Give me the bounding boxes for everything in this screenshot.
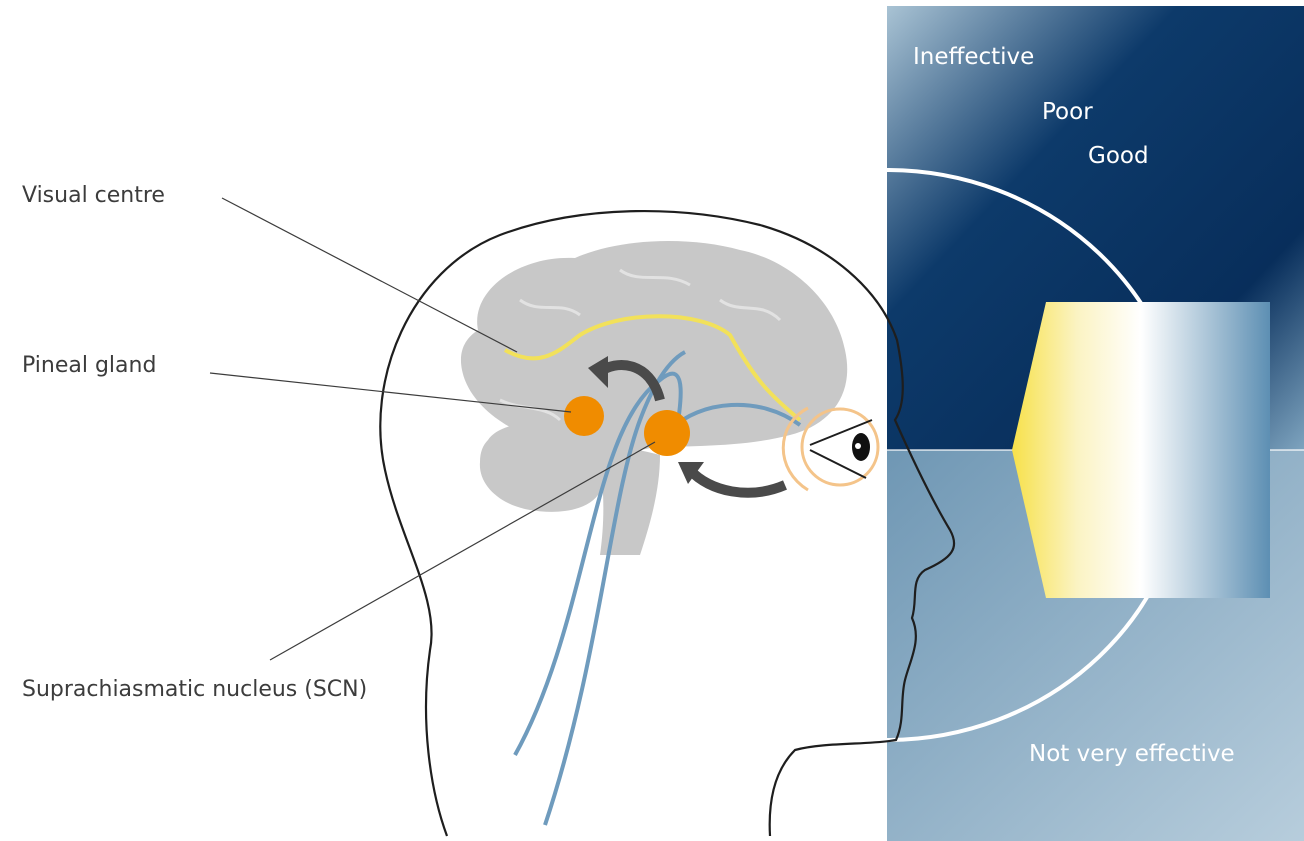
light-effectiveness-panel bbox=[887, 6, 1304, 841]
label-scn: Suprachiasmatic nucleus (SCN) bbox=[22, 677, 367, 702]
leader-scn bbox=[270, 442, 655, 660]
label-poor: Poor bbox=[1042, 99, 1093, 125]
light-beam-bar bbox=[1012, 302, 1270, 598]
scn-node bbox=[644, 410, 690, 456]
arrow-eye-to-scn bbox=[690, 470, 785, 493]
label-visual-centre: Visual centre bbox=[22, 183, 165, 208]
pineal-gland-node bbox=[564, 396, 604, 436]
label-pineal-gland: Pineal gland bbox=[22, 353, 156, 378]
eye-pupil bbox=[852, 433, 870, 461]
label-not-very-effective: Not very effective bbox=[1029, 741, 1235, 767]
label-ineffective: Ineffective bbox=[913, 44, 1034, 70]
eye-highlight bbox=[855, 443, 861, 449]
leader-visual-centre bbox=[222, 198, 517, 352]
brain bbox=[461, 241, 847, 555]
label-good: Good bbox=[1088, 143, 1149, 169]
